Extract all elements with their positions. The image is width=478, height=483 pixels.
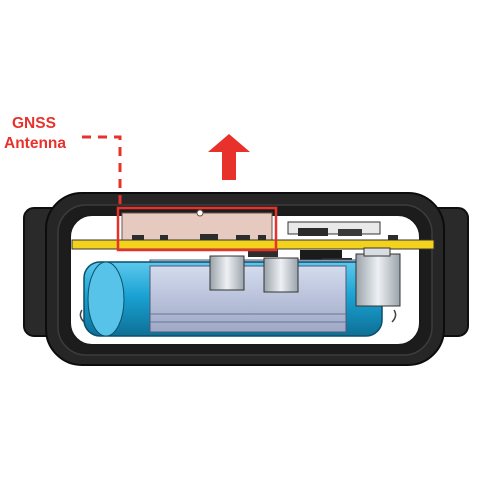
arrow-up-icon [208, 134, 250, 180]
pcb-component [200, 234, 218, 240]
pcb-component [160, 235, 168, 240]
pcb-component [388, 235, 398, 240]
antenna-feed-point [196, 209, 204, 217]
battery-end-cap [87, 261, 125, 337]
metal-standoff [263, 257, 299, 293]
gnss-label: GNSS [12, 115, 56, 132]
battery-holder [149, 265, 347, 333]
retaining-clip [391, 309, 397, 323]
pcb-chip [338, 229, 362, 236]
metal-capacitor [355, 253, 401, 307]
retaining-clip [79, 309, 85, 323]
pcb-component [132, 235, 144, 240]
metal-standoff [209, 255, 245, 291]
antenna-label: Antenna [4, 135, 66, 152]
pcb-component [258, 235, 266, 240]
antenna-highlight-box [116, 206, 278, 252]
pcb-connector [248, 249, 278, 257]
capacitor-top [363, 247, 391, 257]
pcb-chip [298, 228, 328, 236]
pcb-component [236, 235, 250, 240]
antenna-leader-line [82, 135, 122, 208]
